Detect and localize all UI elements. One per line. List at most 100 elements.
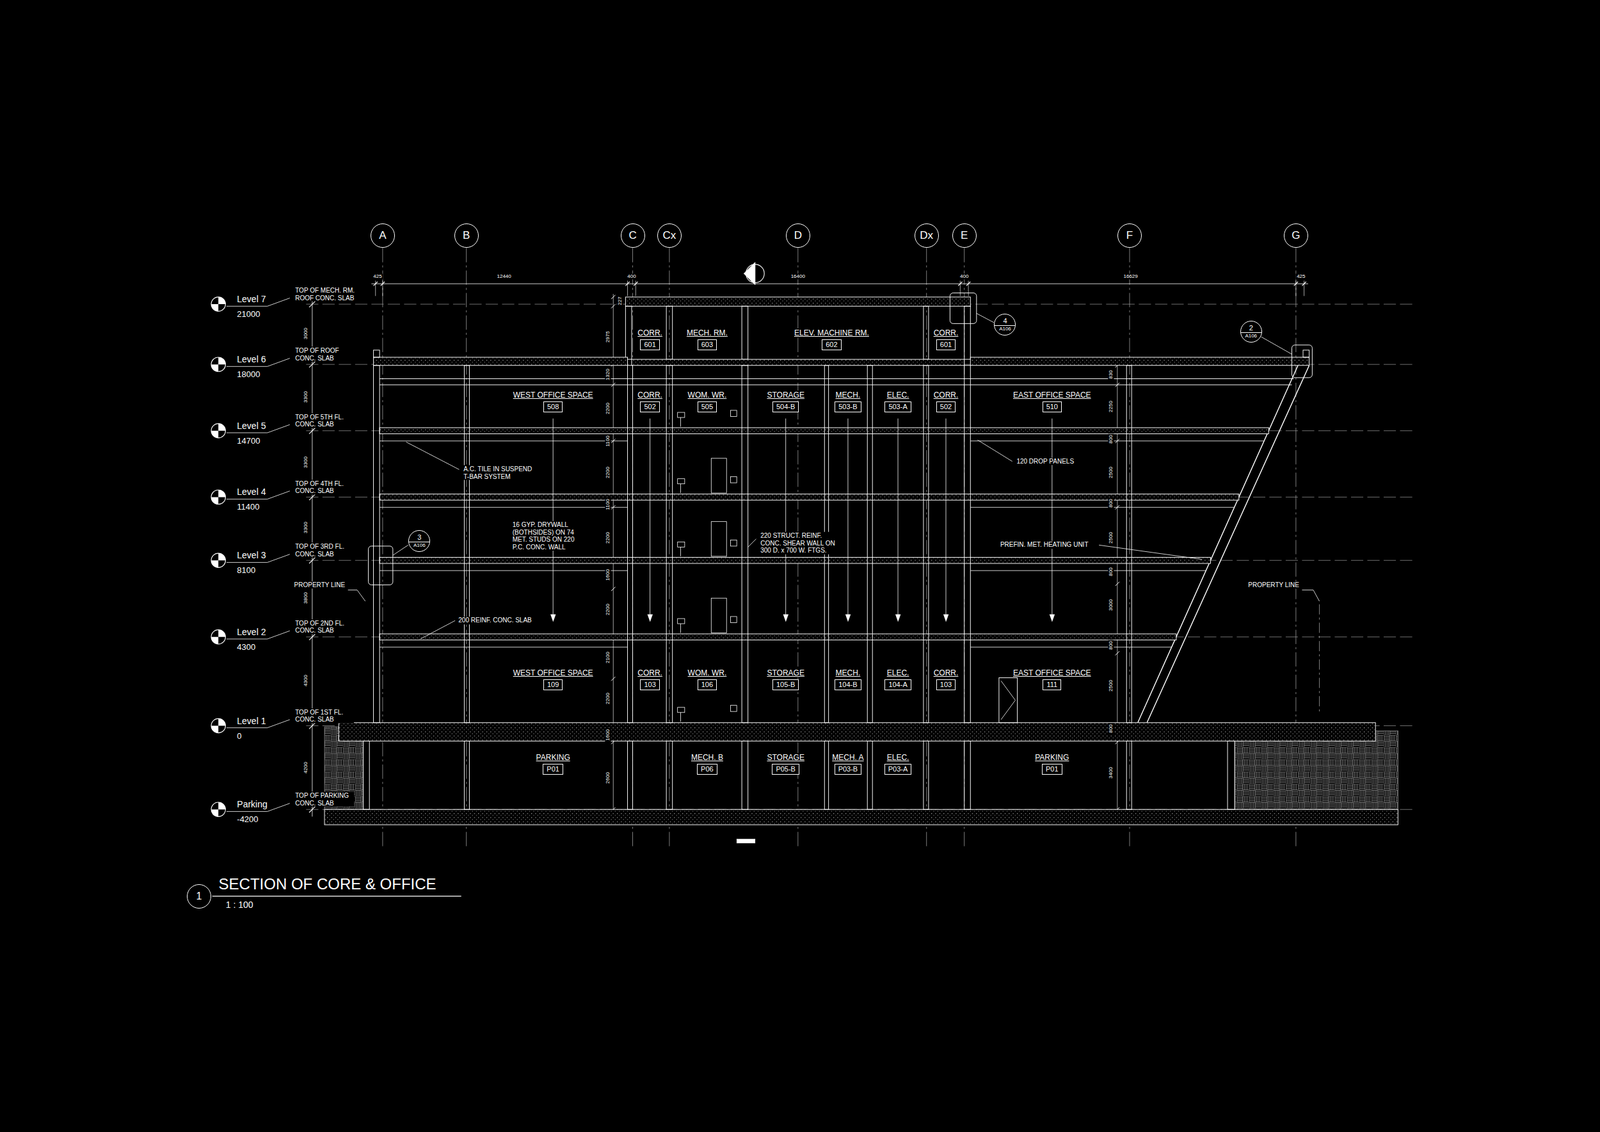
dimension: 4300 <box>303 673 310 688</box>
dimension: 2600 <box>605 770 612 785</box>
detail-number: 2 <box>1240 323 1262 333</box>
room-number: P03-B <box>834 763 863 775</box>
parapet <box>1303 350 1310 358</box>
dimension-tick <box>611 676 616 681</box>
dimension-tick <box>611 304 616 308</box>
room-number: 111 <box>1042 679 1062 690</box>
grid-letter: D <box>794 229 802 242</box>
room-tag: ELEC.104-A <box>884 668 911 690</box>
level-symbol-fill <box>211 808 219 816</box>
dimension: 1600 <box>605 567 612 582</box>
dimension: 400 <box>625 273 637 280</box>
grid-letter: Cx <box>663 229 677 242</box>
ceiling-line <box>379 378 1295 379</box>
column <box>1126 740 1132 809</box>
grid-bubble: E <box>952 223 977 248</box>
grid-line <box>926 247 927 849</box>
level-name: Level 3 <box>235 549 267 560</box>
dimension: 2200 <box>605 530 612 545</box>
level-elevation: 0 <box>235 730 243 741</box>
room-tag: STORAGE105-B <box>766 668 805 690</box>
dimension: 16629 <box>1121 273 1139 280</box>
grid-bubble: D <box>785 223 811 248</box>
room-name: CORR. <box>636 328 664 338</box>
dimension-tick <box>611 586 616 591</box>
ceiling-line <box>970 506 1234 508</box>
dimension: 2100 <box>605 650 612 665</box>
door <box>711 521 727 557</box>
dimension: 4200 <box>303 760 310 775</box>
slanted-facade <box>1137 365 1298 723</box>
column <box>1126 365 1132 723</box>
level-symbol-fill <box>218 423 226 431</box>
room-number: 601 <box>936 339 956 351</box>
extension-line <box>627 280 628 296</box>
level-elevation: 14700 <box>235 435 262 446</box>
dimension-tick <box>309 300 316 308</box>
dimension-tick <box>309 805 316 813</box>
column <box>464 740 470 809</box>
room-tag: CORR.601 <box>933 328 960 351</box>
grid-bubble: Cx <box>657 223 682 248</box>
core-wall <box>741 740 749 809</box>
toilet-fixture <box>730 476 738 484</box>
room-name: CORR. <box>636 668 664 678</box>
room-number: 503-B <box>834 401 861 413</box>
dimension: 2200 <box>605 401 612 416</box>
room-name: STORAGE <box>766 390 805 400</box>
room-number: 603 <box>697 339 717 351</box>
room-number: 505 <box>697 401 717 413</box>
toilet-fixture <box>730 705 738 712</box>
level-note: TOP OF 4TH FL. CONC. SLAB <box>293 479 354 495</box>
core-wall <box>964 740 971 809</box>
room-name: STORAGE <box>766 752 805 762</box>
room-tag: CORR.103 <box>636 668 664 690</box>
room-tag: MECH. BP06 <box>690 752 724 775</box>
dimension: 830 <box>1108 368 1115 380</box>
toilet-fixture <box>677 478 685 484</box>
level-note: TOP OF ROOF CONC. SLAB <box>293 346 354 362</box>
room-number: 504-B <box>772 401 799 413</box>
dimension-tick <box>309 633 316 640</box>
dimension: 227 <box>617 295 624 307</box>
toilet-fixture <box>730 616 738 623</box>
dimension: 3000 <box>303 326 310 341</box>
property-leader <box>348 589 366 601</box>
scale-label: 1 : 100 <box>224 899 255 910</box>
property-line-label: PROPERTY LINE <box>293 581 347 589</box>
level-symbol <box>211 423 226 438</box>
level-name: Level 5 <box>235 420 267 431</box>
room-tag: WOM. WR.505 <box>687 390 728 413</box>
toilet-fixture <box>677 412 685 418</box>
room-number: 508 <box>543 401 563 413</box>
room-tag: EAST OFFICE SPACE111 <box>1012 668 1092 690</box>
toilet-fixture <box>677 542 685 548</box>
dimension: 3400 <box>1108 765 1115 780</box>
grid-line <box>465 247 467 849</box>
grid-line <box>382 247 383 849</box>
drawing-title: SECTION OF CORE & OFFICE <box>217 874 438 893</box>
callout-leader <box>976 312 994 322</box>
level-symbol-fill <box>211 496 219 504</box>
ceiling-line <box>970 570 1206 571</box>
room-name: WOM. WR. <box>687 668 728 678</box>
roof-slab <box>625 296 971 306</box>
grid-bubble: Dx <box>914 223 939 248</box>
dimension: 800 <box>1108 565 1115 577</box>
dimension: 425 <box>1295 273 1307 280</box>
grid-letter: E <box>960 229 968 242</box>
room-tag: WEST OFFICE SPACE508 <box>512 390 594 413</box>
door <box>711 458 727 493</box>
ceiling-line <box>379 440 628 441</box>
core-wall <box>741 365 749 723</box>
core-wall <box>867 740 873 809</box>
core-wall <box>824 740 829 809</box>
room-name: MECH. <box>835 390 862 400</box>
level-symbol-fill <box>211 725 219 733</box>
room-number: 104-A <box>884 679 911 690</box>
dimension-line <box>371 283 1309 285</box>
typical-arrow <box>785 418 786 616</box>
arrow-head <box>550 614 556 622</box>
typical-arrow <box>847 418 848 616</box>
room-number: P01 <box>1041 763 1063 775</box>
